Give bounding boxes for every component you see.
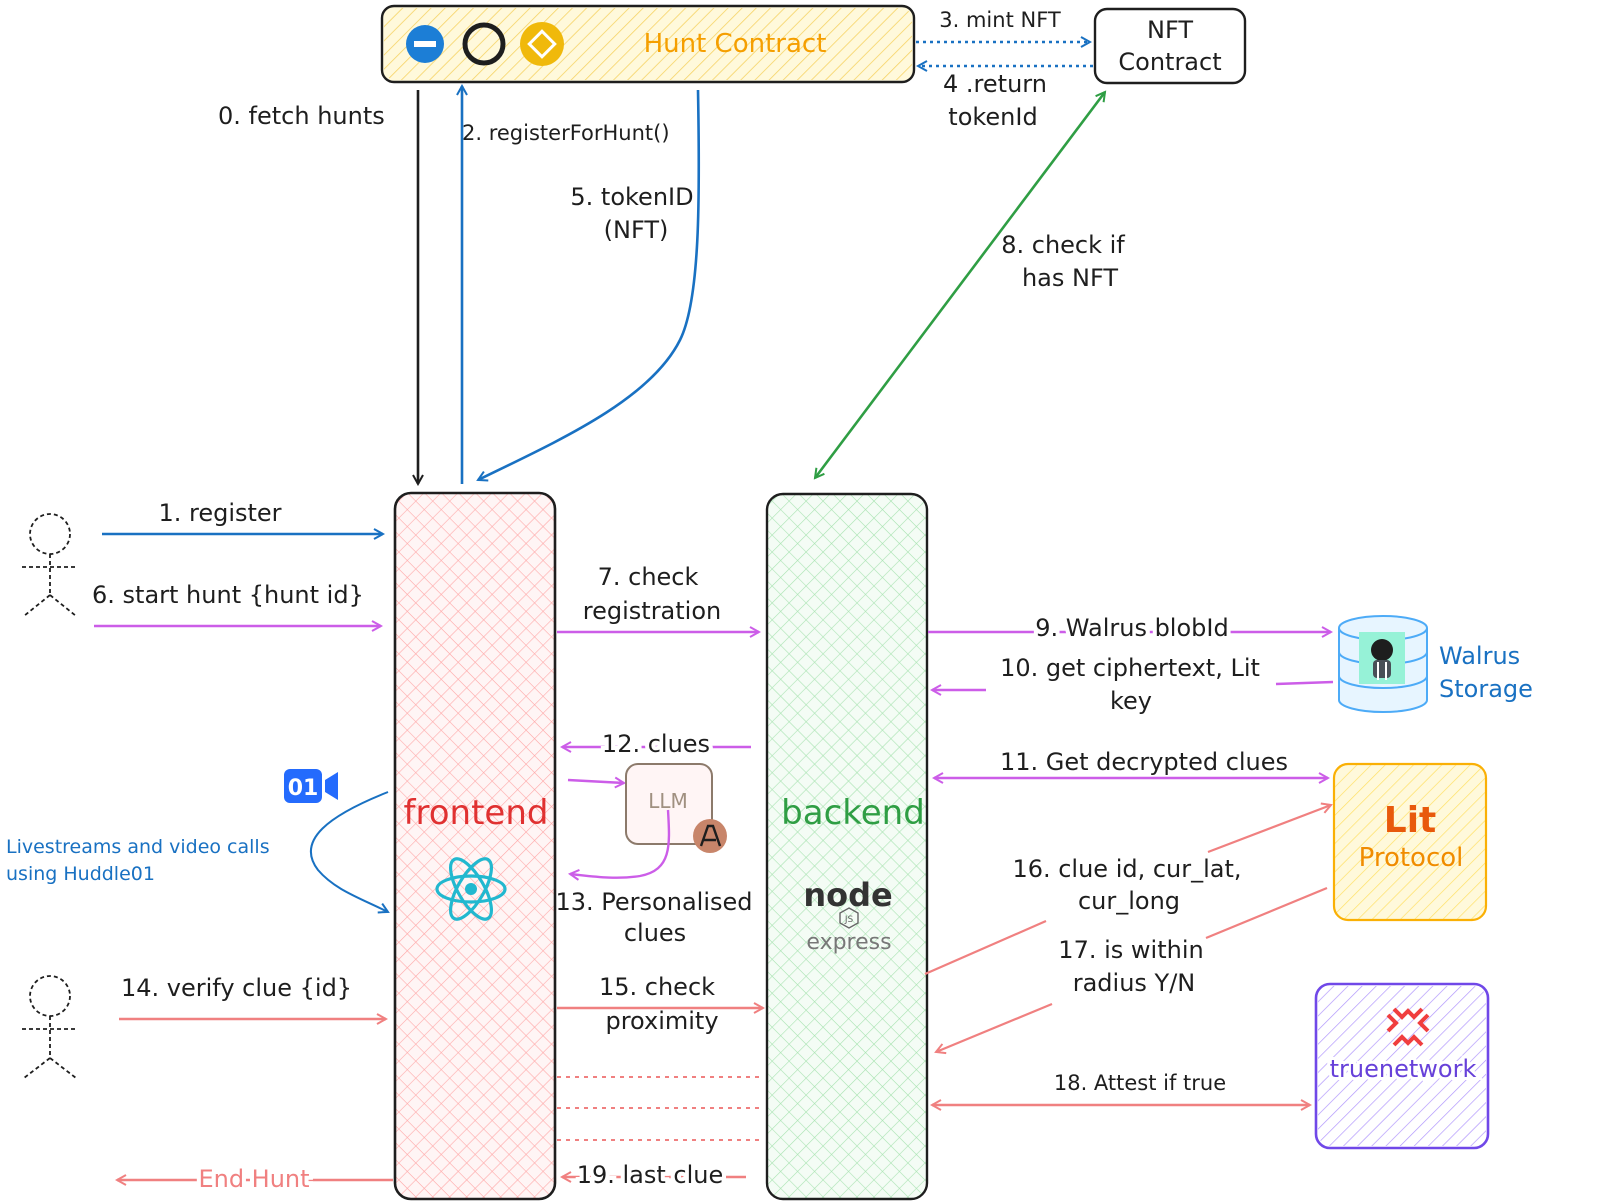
nft-contract-box: NFT Contract <box>1093 7 1247 85</box>
nft-contract-line1: NFT <box>1147 16 1193 44</box>
huddle01-connector <box>310 791 388 912</box>
lit-protocol-title: Protocol <box>1359 843 1464 873</box>
label-verify-clue: 14. verify clue {id} <box>121 974 352 1002</box>
arrow-token-id-nft <box>478 89 701 480</box>
truenetwork-logo <box>1386 1007 1430 1047</box>
label-fetch-hunts: 0. fetch hunts <box>218 102 385 130</box>
label-personalised: 13. Personalised <box>556 888 753 916</box>
label-key: key <box>1110 687 1152 715</box>
label-last-clue: 19. last clue <box>577 1161 724 1189</box>
label-get-decrypted-clues: 11. Get decrypted clues <box>1000 748 1288 776</box>
walrus-storage-icon <box>1338 615 1428 713</box>
walrus-title-line2: Storage <box>1439 675 1533 703</box>
label-clues: 12. clues <box>602 730 710 758</box>
label-has-nft: has NFT <box>1022 264 1118 292</box>
chain-icon <box>406 25 444 63</box>
hunt-contract-box: Hunt Contract <box>380 4 916 84</box>
llm-box: LLM <box>625 763 727 853</box>
label-is-within: 17. is within <box>1058 936 1203 964</box>
huddle01-caption-line2: using Huddle01 <box>6 863 155 885</box>
truenetwork-box: truenetwork <box>1314 982 1490 1150</box>
hunt-contract-title: Hunt Contract <box>644 29 827 59</box>
js-logo-text: JS <box>844 915 854 925</box>
react-logo <box>435 857 507 921</box>
label-register: 1. register <box>158 499 281 527</box>
label-check-if: 8. check if <box>1001 231 1125 259</box>
label-token-id: 5. tokenID <box>570 183 693 211</box>
arrow-check-has-nft <box>815 92 1105 478</box>
label-mint-nft: 3. mint NFT <box>939 8 1061 32</box>
bnb-icon <box>520 22 564 66</box>
label-cur-long: cur_long <box>1078 887 1180 915</box>
line-clue-id-left <box>924 919 1047 976</box>
walrus-icon <box>1359 632 1405 684</box>
llm-title: LLM <box>648 789 688 813</box>
huddle01-logo: 01 <box>284 769 338 803</box>
label-registration: registration <box>583 597 721 625</box>
backend-title: backend <box>781 793 925 833</box>
label-attest-if-true: 18. Attest if true <box>1054 1071 1226 1095</box>
express-logo-text: express <box>806 930 891 955</box>
node-logo-text: node <box>803 876 892 914</box>
label-nft-paren: (NFT) <box>604 216 669 244</box>
label-return: 4 .return <box>943 70 1047 98</box>
lit-protocol-box: Lit Protocol <box>1332 762 1488 922</box>
frontend-title: frontend <box>404 793 549 833</box>
label-clue-id: 16. clue id, cur_lat, <box>1012 855 1241 883</box>
label-tokenid: tokenId <box>948 103 1037 131</box>
lit-logo: Lit <box>1384 800 1437 841</box>
arrow-clue-id-lat-long <box>1207 805 1331 854</box>
stick-figure-icon <box>22 513 78 617</box>
arrow-to-llm <box>567 780 624 783</box>
anthropic-icon <box>693 819 727 853</box>
label-check-proximity-1: 15. check <box>599 973 715 1001</box>
label-get-ciphertext: 10. get ciphertext, Lit <box>1000 654 1260 682</box>
label-end-hunt: End Hunt <box>198 1165 309 1193</box>
line-get-ciphertext-right <box>1275 680 1334 686</box>
walrus-title-line1: Walrus <box>1439 642 1520 670</box>
frontend-box: frontend <box>393 491 557 1201</box>
label-personalised-clues: clues <box>624 919 686 947</box>
label-walrus-blobid: 9. Walrus blobId <box>1035 614 1228 642</box>
line-within-radius-right <box>1205 886 1328 940</box>
label-start-hunt: 6. start hunt {hunt id} <box>92 581 364 609</box>
stick-figure-icon <box>22 975 78 1079</box>
label-check: 7. check <box>598 563 699 591</box>
huddle01-logo-text: 01 <box>288 776 319 801</box>
truenetwork-title: truenetwork <box>1330 1055 1477 1083</box>
backend-box: backend node JS express <box>765 492 929 1201</box>
label-check-proximity-2: proximity <box>605 1007 718 1035</box>
chain-icon <box>462 22 506 66</box>
label-radius-yn: radius Y/N <box>1073 969 1196 997</box>
arrow-personalised-clues <box>570 809 671 878</box>
nft-contract-line2: Contract <box>1118 48 1221 76</box>
node-express-logo: node JS express <box>803 876 892 955</box>
label-register-for-hunt: 2. registerForHunt() <box>462 121 670 145</box>
huddle01-caption-line1: Livestreams and video calls <box>6 836 270 858</box>
arrow-within-radius <box>936 1002 1053 1052</box>
